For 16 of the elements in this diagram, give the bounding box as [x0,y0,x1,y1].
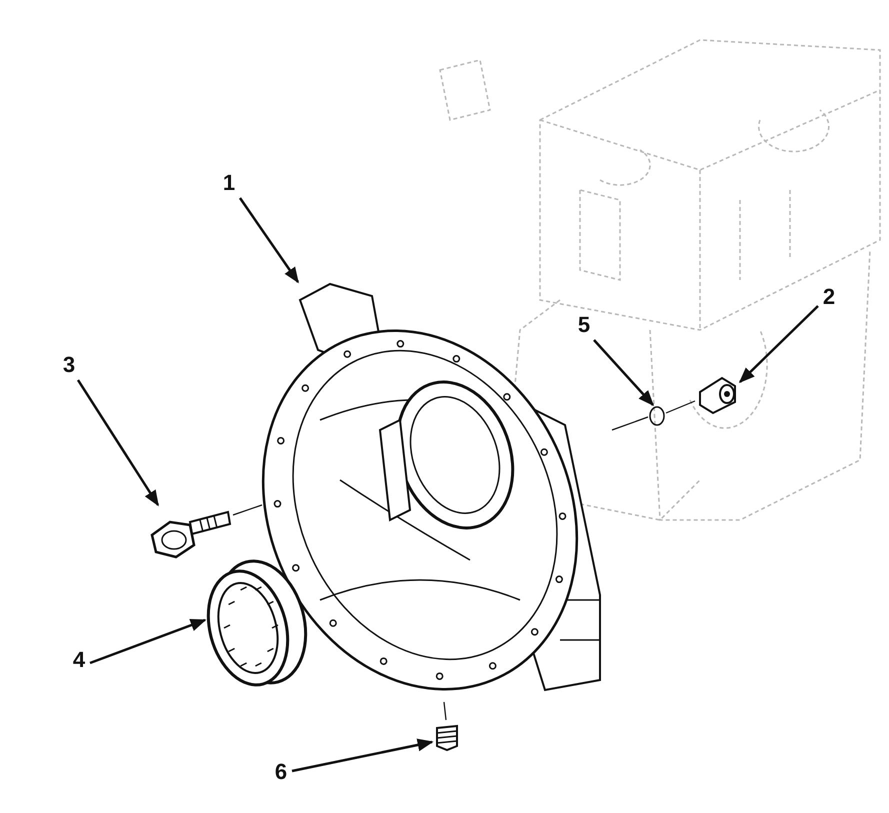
leader-arrow [238,197,300,284]
callout-number: 4 [68,645,90,675]
assembly-line [666,400,696,414]
leader-arrow [76,379,160,506]
callout-number: 5 [573,310,595,340]
assembly-line [612,416,648,431]
assembly-line [443,702,447,720]
leader-arrow [292,738,434,772]
leader-arrow [593,339,654,406]
callout-number: 1 [218,168,240,198]
leader-arrow [90,618,206,664]
leader-arrow [738,305,819,384]
callout-number: 3 [58,350,80,380]
callout-number: 6 [270,757,292,787]
assembly-line [232,504,262,516]
callout-number: 2 [818,282,840,312]
